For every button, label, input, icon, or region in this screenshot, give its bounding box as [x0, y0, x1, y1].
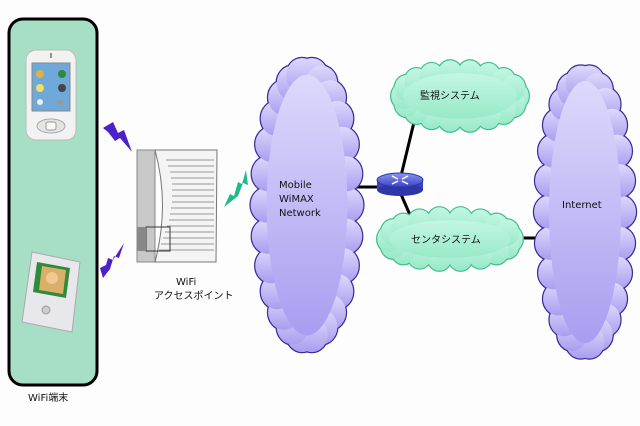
router-icon[interactable] [376, 172, 424, 196]
wireless-signal-icon [224, 170, 248, 207]
wireless-signal-icon [103, 122, 132, 152]
wimax-label-line1: Mobile [279, 180, 312, 191]
monitoring-system-label: 監視システム [420, 91, 480, 102]
photo-frame-device-icon [21, 251, 81, 333]
wimax-network-cloud[interactable] [249, 56, 365, 354]
wireless-signal-icon [100, 243, 124, 278]
pda-device-icon [25, 49, 77, 141]
wifi-terminal-label: WiFi端末 [28, 393, 69, 404]
internet-cloud[interactable] [532, 64, 638, 360]
access-point-device-icon [136, 149, 218, 263]
center-system-label: センタシステム [411, 235, 481, 246]
center-system-cloud[interactable] [376, 206, 524, 272]
internet-label: Internet [562, 200, 602, 211]
access-point-label-line2: アクセスポイント [154, 291, 234, 302]
wimax-label-line2: WiMAX [279, 194, 314, 205]
access-point-label-line1: WiFi [176, 277, 197, 288]
wimax-label-line3: Network [279, 208, 321, 219]
monitoring-system-cloud[interactable] [390, 59, 530, 133]
